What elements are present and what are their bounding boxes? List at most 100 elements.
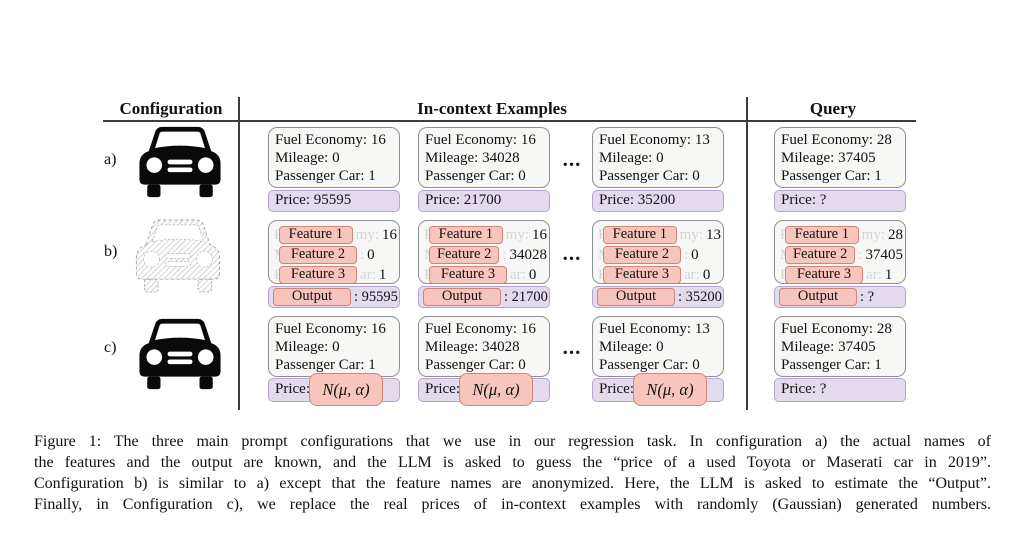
price-prefix: Price: [275,381,310,397]
feature-tag: Feature 1 [603,225,677,244]
car-front-sketch-icon [128,216,224,301]
feature-line: MFeature 2:37405 [780,245,903,264]
output-value: : 95595 [354,288,398,305]
feature-text: Fuel Economy: 13 [599,132,710,148]
output-value: : 21700 [504,288,548,305]
target-bar: Price: 95595 [268,190,400,212]
row-label-a: a) [104,151,117,168]
gaussian-formula: N(μ, α) [322,380,370,399]
ghost-text: M [424,246,429,264]
gaussian-formula: N(μ, α) [646,380,694,399]
figure-caption: Figure 1: The three main prompt configur… [34,431,991,515]
feature-tag: Feature 2 [429,245,500,264]
feature-tag: Feature 3 [785,265,863,284]
row-label-c: c) [104,339,117,356]
feature-text: Passenger Car: 0 [425,168,526,184]
target-bar: Price: N(μ, α) [268,373,400,406]
gaussian-tag: N(μ, α) [309,373,383,406]
feature-value: 37405 [865,246,904,263]
feature-value: 16 [532,226,547,243]
ghost-text: P [274,266,279,283]
output-bar: Output: 35200 [592,286,724,308]
ghost-text: F [424,226,429,243]
ghost-text: : [684,246,689,263]
feature-tag: Feature 3 [603,265,681,284]
output-tag: Output [423,288,501,306]
target-bar: Price: 21700 [418,190,550,212]
column-divider-right [746,97,748,410]
feature-text: Mileage: 0 [275,150,340,166]
ellipsis: ... [562,241,582,265]
caption-line: Configuration b) is similar to a) except… [34,475,991,492]
feature-text: Mileage: 0 [599,339,664,355]
example-card: Fuel Economy: 16 Mileage: 0 Passenger Ca… [268,316,400,377]
feature-text: Passenger Car: 1 [781,357,882,373]
ghost-text: my: [861,226,885,243]
output-bar: Output: 95595 [268,286,400,308]
feature-text: Mileage: 37405 [781,339,876,355]
feature-value: 28 [888,226,903,243]
query-target-bar: Price: ? [774,190,906,212]
feature-text: Passenger Car: 1 [275,357,376,373]
query-card: Fuel Economy: 28 Mileage: 37405 Passenge… [774,316,906,377]
feature-text: Mileage: 0 [599,150,664,166]
ghost-text: F [780,226,785,243]
feature-tag: Feature 3 [279,265,357,284]
ghost-text: : [858,246,863,263]
ghost-text: P [780,266,785,283]
ghost-text: F [598,226,603,243]
car-front-icon [132,315,228,398]
gaussian-tag: N(μ, α) [459,373,533,406]
feature-value: 1 [378,266,387,283]
feature-value: 16 [382,226,397,243]
column-divider-left [238,97,240,410]
output-tag: Output [273,288,351,306]
target-bar: Price: N(μ, α) [592,373,724,406]
feature-value: 34028 [509,246,548,263]
feature-text: Fuel Economy: 16 [275,321,386,337]
feature-value: 0 [691,246,699,263]
feature-text: Mileage: 34028 [425,339,520,355]
feature-text: Fuel Economy: 16 [425,132,536,148]
caption-line: the features and the output are known, a… [34,454,991,471]
car-front-icon [132,123,228,206]
feature-tag: Feature 2 [279,245,357,264]
ghost-text: my: [355,226,379,243]
query-output-bar: Output: ? [774,286,906,308]
price-prefix: Price: [599,381,634,397]
example-card: Fuel Economy: 16 Mileage: 34028 Passenge… [418,127,550,188]
ghost-text: ar: [684,266,700,283]
feature-line: MFeature 2:0 [274,245,397,264]
example-card: Fuel Economy: 16 Mileage: 34028 Passenge… [418,316,550,377]
ghost-text: P [424,266,429,283]
feature-text: Fuel Economy: 28 [781,321,892,337]
feature-text: Passenger Car: 0 [425,357,526,373]
price-prefix: Price: [425,381,460,397]
ghost-text: ar: [510,266,526,283]
ellipsis: ... [562,335,582,359]
caption-line: Figure 1: The three main prompt configur… [34,433,991,450]
feature-text: Passenger Car: 0 [599,168,700,184]
feature-text: Mileage: 0 [275,339,340,355]
ghost-text: : [502,246,507,263]
ghost-text: P [598,266,603,283]
feature-text: Passenger Car: 0 [599,357,700,373]
feature-tag: Feature 2 [603,245,681,264]
gaussian-formula: N(μ, α) [472,380,520,399]
query-card: Fuel Economy: 28 Mileage: 37405 Passenge… [774,127,906,188]
row-label-b: b) [104,243,118,260]
header-underline [103,120,916,122]
feature-text: Fuel Economy: 13 [599,321,710,337]
ellipsis: ... [562,147,582,171]
ghost-text: F [274,226,279,243]
feature-value: 13 [706,226,721,243]
target-bar: Price: N(μ, α) [418,373,550,406]
feature-tag: Feature 2 [785,245,856,264]
